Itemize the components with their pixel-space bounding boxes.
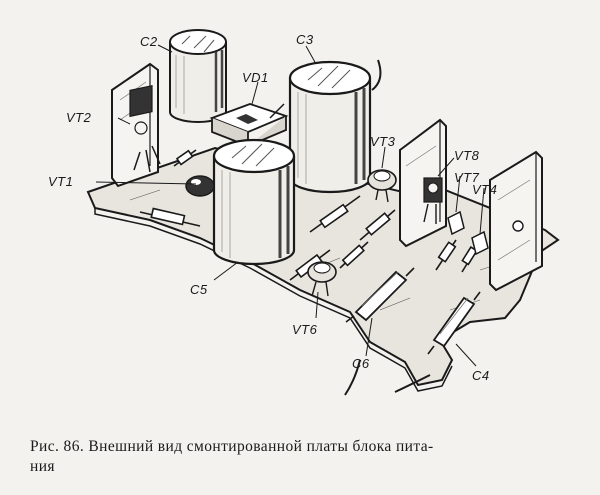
label-vt4: VT4 (472, 182, 497, 197)
vt7-transistor (447, 210, 465, 236)
c5-capacitor (212, 138, 296, 266)
vt3-transistor (367, 169, 397, 203)
label-vt6: VT6 (292, 322, 318, 337)
wires (344, 59, 431, 396)
label-c3: C3 (296, 32, 314, 47)
caption-line-1: Рис. 86. Внешний вид смонтированной плат… (30, 438, 434, 455)
c6-capacitor (345, 267, 415, 323)
label-vt7: VT7 (454, 170, 480, 185)
label-vt2: VT2 (66, 110, 92, 125)
label-c4: C4 (472, 368, 490, 383)
label-c5: C5 (190, 282, 208, 297)
label-vt1: VT1 (48, 174, 73, 189)
label-c2: C2 (140, 34, 158, 49)
c3-capacitor (288, 60, 372, 194)
caption-line-2: ния (30, 458, 55, 475)
c4-capacitor (427, 291, 481, 355)
c2-capacitor (169, 29, 227, 123)
vt2-heatsink (111, 62, 161, 188)
label-vd1: VD1 (242, 70, 269, 85)
vd1-diode-bridge (209, 103, 289, 148)
vt1-transistor (185, 175, 215, 197)
figure-caption: Рис. 86. Внешний вид смонтированной плат… (30, 437, 580, 477)
label-vt3: VT3 (370, 134, 396, 149)
right-heatsink (489, 150, 543, 292)
label-vt8: VT8 (454, 148, 480, 163)
pcb-assembly-illustration: C2 C3 VD1 VT2 VT1 VT3 VT8 VT7 VT4 C5 VT6… (48, 29, 560, 396)
leader-lines (95, 44, 485, 367)
label-c6: C6 (352, 356, 370, 371)
vt6-transistor (307, 261, 337, 297)
vt8-heatsink (399, 118, 447, 248)
